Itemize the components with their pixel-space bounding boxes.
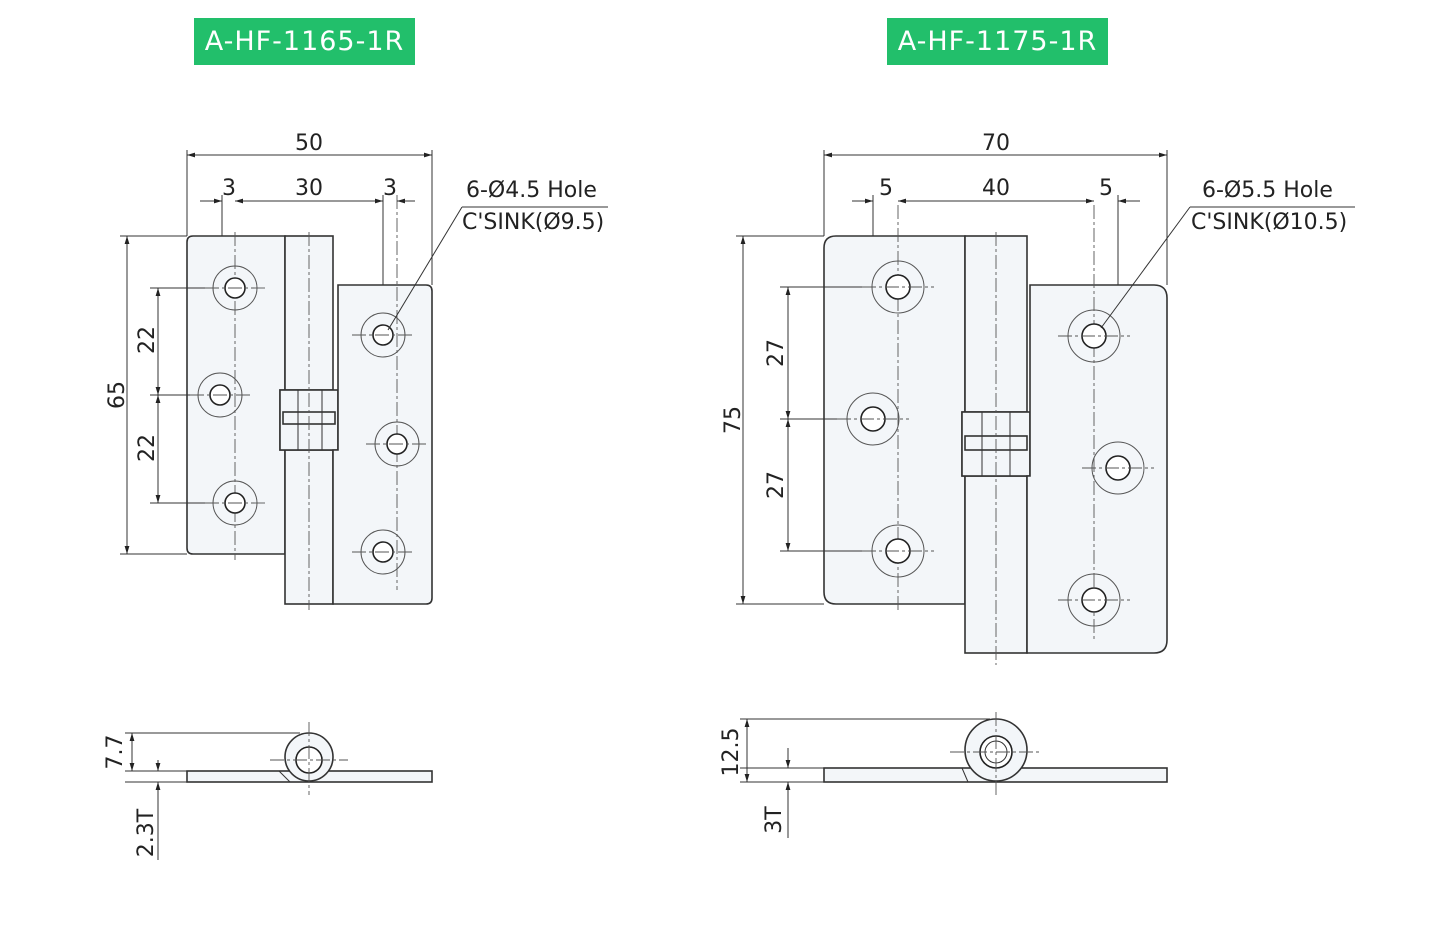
model-title-b: A-HF-1175-1R	[887, 18, 1108, 65]
hinge-a-front-view	[186, 195, 433, 610]
dim-b-width: 70	[982, 131, 1010, 156]
hinge-b-front-view	[823, 205, 1168, 665]
dim-b-edge-left: 5	[879, 176, 893, 201]
dim-a-edge-left: 3	[222, 176, 236, 201]
hinge-b-dimensions: 70 5 40 5 75 27 27 6-Ø5.5 Hole C'SINK(Ø1…	[721, 131, 1355, 605]
dim-b-pitch-top: 27	[764, 339, 789, 367]
dim-b-center: 40	[982, 176, 1010, 201]
hole-b3	[862, 524, 934, 578]
hinge-a-side-view: 7.7 2.3T	[103, 722, 433, 860]
dim-a-knuckle: 7.7	[103, 735, 128, 770]
hole-b2	[837, 392, 909, 446]
hole-b6	[1058, 573, 1130, 627]
dim-a-height: 65	[105, 381, 130, 409]
dim-a-width: 50	[295, 131, 323, 156]
hole-a5	[366, 421, 428, 467]
dim-a-pitch-top: 22	[135, 326, 160, 354]
hinge-b-side-view: 12.5 3T	[719, 712, 1168, 838]
dim-b-pitch-bottom: 27	[764, 471, 789, 499]
dim-b-thickness: 3T	[762, 806, 787, 834]
dim-a-thickness: 2.3T	[134, 808, 159, 857]
dim-b-height: 75	[721, 406, 746, 434]
dim-b-edge-right: 5	[1099, 176, 1113, 201]
dim-a-center: 30	[295, 176, 323, 201]
hole-a6	[352, 529, 414, 575]
hole-b5	[1082, 441, 1154, 495]
dim-b-knuckle: 12.5	[719, 728, 744, 777]
dim-a-pitch-bottom: 22	[135, 434, 160, 462]
hole-b4	[1058, 309, 1130, 363]
hole-a1	[205, 265, 265, 311]
hole-note-b-line2: C'SINK(Ø10.5)	[1191, 210, 1347, 235]
hole-note-a-line1: 6-Ø4.5 Hole	[466, 178, 597, 203]
hole-a3	[205, 480, 265, 526]
hinge-a-dimensions: 50 3 30 3 65 22 22 6-Ø4.5 Hole C'SINK(Ø9…	[105, 131, 608, 555]
hole-note-a-line2: C'SINK(Ø9.5)	[462, 210, 604, 235]
hole-note-b-line1: 6-Ø5.5 Hole	[1202, 178, 1333, 203]
hole-a2	[190, 372, 252, 418]
model-title-a: A-HF-1165-1R	[194, 18, 415, 65]
hole-b1	[862, 260, 934, 314]
dim-a-edge-right: 3	[383, 176, 397, 201]
